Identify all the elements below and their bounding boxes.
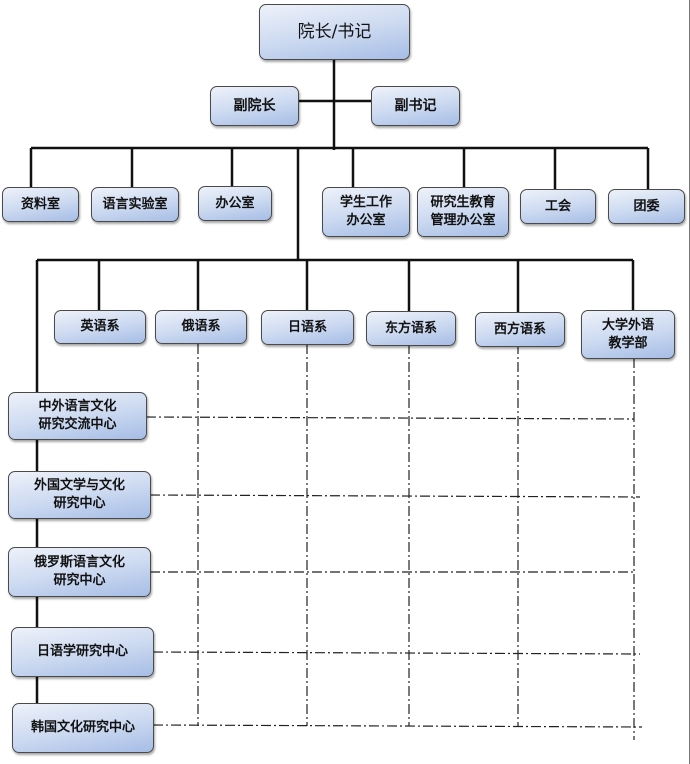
dept-box-western-languages[interactable]: 西方语系 xyxy=(475,312,565,347)
office-box-general-office[interactable]: 办公室 xyxy=(198,186,272,221)
deputy-secretary-box[interactable]: 副书记 xyxy=(371,86,460,126)
office-box-student-affairs[interactable]: 学生工作 办公室 xyxy=(322,187,410,237)
research-box-korean-culture[interactable]: 韩国文化研究中心 xyxy=(12,703,154,753)
office-box-union[interactable]: 工会 xyxy=(520,189,596,224)
research-box-foreign-literature[interactable]: 外国文学与文化 研究中心 xyxy=(8,471,151,519)
vice-dean-box[interactable]: 副院长 xyxy=(210,86,299,126)
office-box-reference-room[interactable]: 资料室 xyxy=(2,187,79,222)
dept-box-russian[interactable]: 俄语系 xyxy=(155,310,247,344)
matrix-grid xyxy=(145,344,643,740)
dept-box-eastern-languages[interactable]: 东方语系 xyxy=(366,311,456,346)
research-box-japanese-studies[interactable]: 日语学研究中心 xyxy=(11,627,154,677)
office-box-graduate-education[interactable]: 研究生教育 管理办公室 xyxy=(417,187,509,237)
dean-secretary-box[interactable]: 院长/书记 xyxy=(259,4,410,60)
dept-box-college-english[interactable]: 大学外语 教学部 xyxy=(581,310,675,359)
dept-box-english[interactable]: 英语系 xyxy=(54,310,146,344)
office-box-language-lab[interactable]: 语言实验室 xyxy=(91,187,179,222)
research-box-sino-foreign[interactable]: 中外语言文化 研究交流中心 xyxy=(8,392,147,440)
office-box-youth-league[interactable]: 团委 xyxy=(608,189,685,224)
dept-box-japanese[interactable]: 日语系 xyxy=(261,310,354,345)
research-box-russian-culture[interactable]: 俄罗斯语言文化 研究中心 xyxy=(8,547,151,597)
